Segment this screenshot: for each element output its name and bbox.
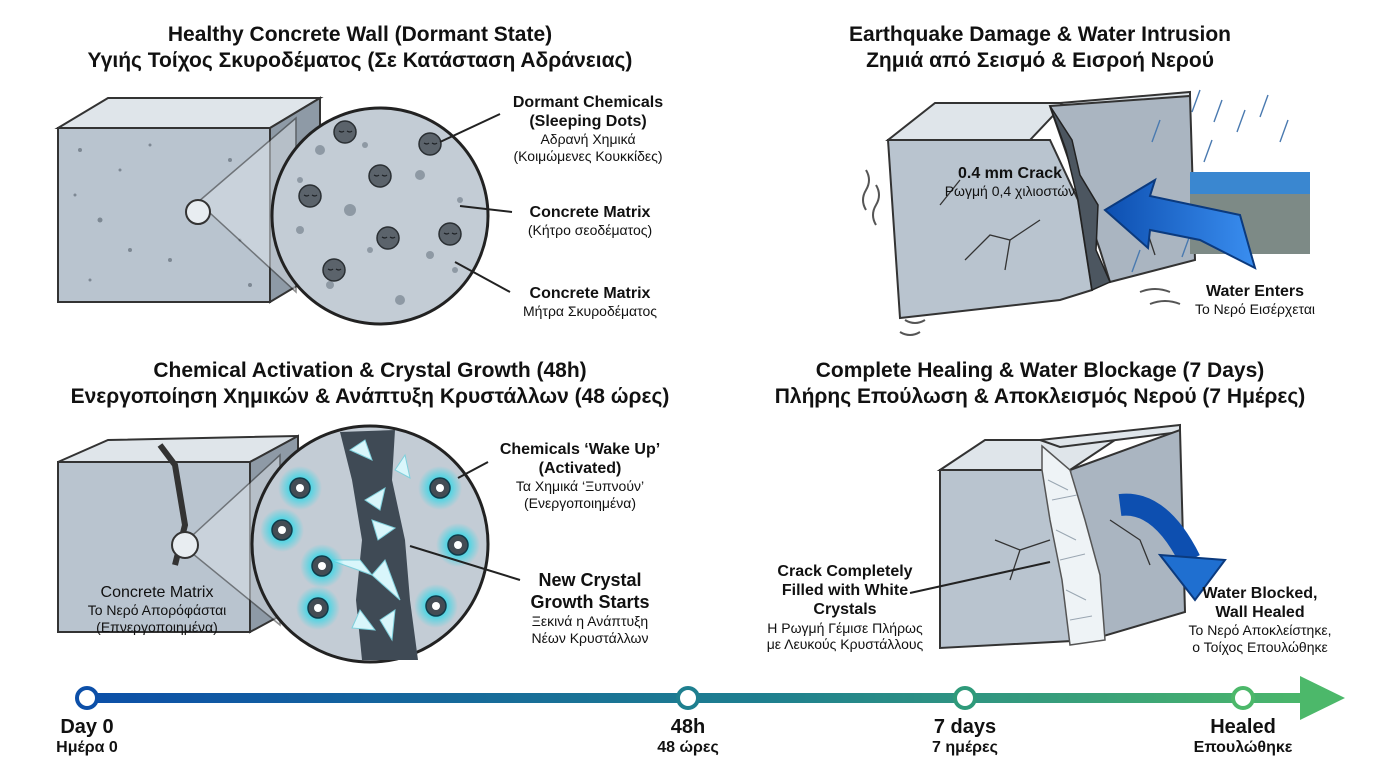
- label-line: (Activated): [538, 460, 622, 478]
- timeline-marker-7days: [953, 686, 977, 710]
- label-line: Wall Healed: [1215, 604, 1305, 622]
- label-line: Το Νερό Εισέρχεται: [1194, 301, 1316, 318]
- timeline-label-48h: 48h 48 ώρες: [628, 716, 748, 757]
- activation-magnifier: [250, 424, 490, 664]
- label-line: (Κήτρο σεοδέματος): [527, 222, 653, 239]
- timeline-label-el: Ημέρα 0: [56, 739, 118, 756]
- label-line: Crack Completely: [777, 563, 913, 580]
- label-line: New Crystal: [538, 570, 642, 590]
- label-line: Chemicals ‘Wake Up’: [499, 441, 661, 458]
- timeline-label-day0: Day 0 Ημέρα 0: [27, 716, 147, 757]
- title-en: Healthy Concrete Wall (Dormant State): [167, 23, 553, 46]
- timeline-label-el: Επουλώθηκε: [1193, 739, 1293, 756]
- label-activation-matrix: Concrete Matrix Το Νερό Απορόφάσται (Επν…: [62, 583, 252, 636]
- label-chemicals-wake-up: Chemicals ‘Wake Up’ (Activated) Τα Χημικ…: [470, 440, 690, 512]
- timeline-label-healed: Healed Επουλώθηκε: [1168, 716, 1318, 757]
- label-water-blocked: Water Blocked, Wall Healed Το Νερό Αποκλ…: [1160, 584, 1360, 656]
- label-crack-filled: Crack Completely Filled with White Cryst…: [745, 562, 945, 653]
- label-crack-size: 0.4 mm Crack Ρωγμή 0,4 χιλιοστών: [930, 164, 1090, 200]
- label-line: Concrete Matrix: [529, 204, 651, 221]
- label-line: Μήτρα Σκυροδέματος: [522, 303, 658, 320]
- timeline-label-en: 48h: [670, 716, 706, 738]
- healthy-leader-lines: [439, 113, 513, 293]
- title-en: Earthquake Damage & Water Intrusion: [849, 23, 1231, 46]
- timeline-marker-day0: [75, 686, 99, 710]
- title-el: Πλήρης Επούλωση & Αποκλεισμός Νερού (7 Η…: [774, 384, 1306, 408]
- healthy-wall: [54, 96, 324, 304]
- label-line: (Επνεργοποιημένα): [96, 618, 218, 635]
- label-line: Αδρανή Χημικά: [540, 131, 636, 148]
- healed-wall: [909, 423, 1227, 650]
- label-line: με Λευκούς Κρυστάλλους: [766, 636, 924, 653]
- label-new-crystal-growth: New Crystal Growth Starts Ξεκινά η Ανάπτ…: [490, 570, 690, 647]
- timeline-label-en: Day 0: [60, 716, 114, 738]
- panel-title-activation: Chemical Activation & Crystal Growth (48…: [50, 358, 690, 409]
- timeline-label-el: 7 ημέρες: [932, 739, 998, 756]
- label-line: (Ενεργοποιημένα): [524, 495, 636, 512]
- timeline-marker-48h: [676, 686, 700, 710]
- label-line: Το Νερό Απορόφάσται: [87, 602, 227, 619]
- activation-leader-lines: [409, 461, 521, 581]
- label-line: (Sleeping Dots): [529, 113, 647, 131]
- label-line: Concrete Matrix: [529, 285, 651, 302]
- label-line: Filled with White: [781, 582, 909, 600]
- label-line: Νέων Κρυστάλλων: [531, 629, 649, 646]
- title-el: Υγιής Τοίχος Σκυροδέματος (Σε Κατάσταση …: [87, 48, 633, 72]
- timeline-label-en: Healed: [1210, 716, 1276, 738]
- panel-title-healthy: Healthy Concrete Wall (Dormant State) Υγ…: [60, 22, 660, 73]
- activation-wall: [57, 434, 299, 634]
- timeline-label-en: 7 days: [933, 716, 997, 738]
- healthy-magnifier: [270, 106, 490, 326]
- label-line: Water Blocked,: [1202, 585, 1318, 602]
- label-line: Η Ρωγμή Γέμισε Πλήρως: [767, 619, 923, 636]
- timeline-label-7days: 7 days 7 ημέρες: [905, 716, 1025, 757]
- label-line: ο Τοίχος Επουλώθηκε: [1192, 639, 1328, 656]
- label-line: Water Enters: [1205, 283, 1305, 300]
- label-dormant-chemicals: Dormant Chemicals (Sleeping Dots) Αδρανή…: [478, 93, 698, 165]
- label-line: Growth Starts: [530, 591, 650, 612]
- label-line: Concrete Matrix: [100, 584, 214, 601]
- label-line: (Κοιμώμενες Κουκκίδες): [513, 148, 663, 165]
- timeline-marker-healed: [1231, 686, 1255, 710]
- label-line: Τα Χημικά ‘Ξυπνούν’: [515, 478, 645, 495]
- timeline-label-el: 48 ώρες: [657, 739, 719, 756]
- label-line: Ρωγμή 0,4 χιλιοστών: [944, 183, 1076, 200]
- label-water-enters: Water Enters Το Νερό Εισέρχεται: [1170, 282, 1340, 318]
- panel-title-healing: Complete Healing & Water Blockage (7 Day…: [740, 358, 1340, 409]
- title-el: Ζημιά από Σεισμό & Εισροή Νερού: [866, 48, 1214, 72]
- panel-title-damage: Earthquake Damage & Water Intrusion Ζημι…: [760, 22, 1320, 73]
- title-el: Ενεργοποίηση Χημικών & Ανάπτυξη Κρυστάλλ…: [70, 384, 670, 408]
- label-line: Crystals: [813, 601, 877, 619]
- label-concrete-matrix-b: Concrete Matrix Μήτρα Σκυροδέματος: [490, 284, 690, 320]
- label-line: Dormant Chemicals: [512, 94, 664, 111]
- title-en: Chemical Activation & Crystal Growth (48…: [153, 359, 587, 382]
- title-en: Complete Healing & Water Blockage (7 Day…: [815, 359, 1265, 382]
- label-line: Το Νερό Αποκλείστηκε,: [1188, 622, 1332, 639]
- label-line: 0.4 mm Crack: [957, 165, 1063, 182]
- timeline: [75, 676, 1345, 720]
- label-concrete-matrix-a: Concrete Matrix (Κήτρο σεοδέματος): [490, 203, 690, 239]
- damaged-wall: [862, 89, 1310, 336]
- label-line: Ξεκινά η Ανάπτυξη: [531, 613, 649, 630]
